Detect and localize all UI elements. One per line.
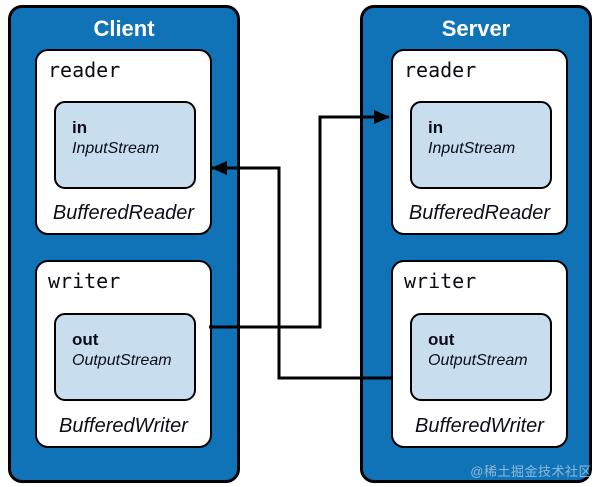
- server-reader-label: reader: [404, 58, 477, 82]
- server-panel: Server reader in InputStream BufferedRea…: [360, 5, 592, 483]
- client-writer-box: writer out OutputStream BufferedWriter: [35, 260, 212, 448]
- server-bufferedreader-label: BufferedReader: [408, 202, 551, 224]
- client-bufferedreader-label: BufferedReader: [52, 202, 195, 224]
- client-bufferedwriter-label: BufferedWriter: [59, 415, 188, 437]
- watermark: @稀土掘金技术社区: [470, 464, 592, 479]
- server-out-field: out: [428, 330, 455, 349]
- client-title: Client: [93, 16, 155, 41]
- server-in-field: in: [428, 118, 444, 137]
- server-title: Server: [441, 16, 511, 41]
- client-writer-label: writer: [48, 269, 121, 293]
- client-out-box: out OutputStream: [54, 313, 196, 401]
- server-reader-box: reader in InputStream BufferedReader: [391, 49, 568, 235]
- client-panel: Client reader in InputStream BufferedRea…: [8, 5, 240, 483]
- client-reader-box: reader in InputStream BufferedReader: [35, 49, 212, 235]
- server-writer-label: writer: [404, 269, 477, 293]
- client-in-field: in: [72, 118, 88, 137]
- client-reader-label: reader: [48, 58, 121, 82]
- server-in-box: in InputStream: [410, 101, 552, 189]
- server-writer-box: writer out OutputStream BufferedWriter: [391, 260, 568, 448]
- server-outputstream-label: OutputStream: [428, 352, 528, 369]
- client-out-field: out: [72, 330, 99, 349]
- server-inputstream-label: InputStream: [428, 140, 516, 157]
- server-out-box: out OutputStream: [410, 313, 552, 401]
- client-outputstream-label: OutputStream: [72, 352, 172, 369]
- server-bufferedwriter-label: BufferedWriter: [415, 415, 544, 437]
- client-in-box: in InputStream: [54, 101, 196, 189]
- client-inputstream-label: InputStream: [72, 140, 160, 157]
